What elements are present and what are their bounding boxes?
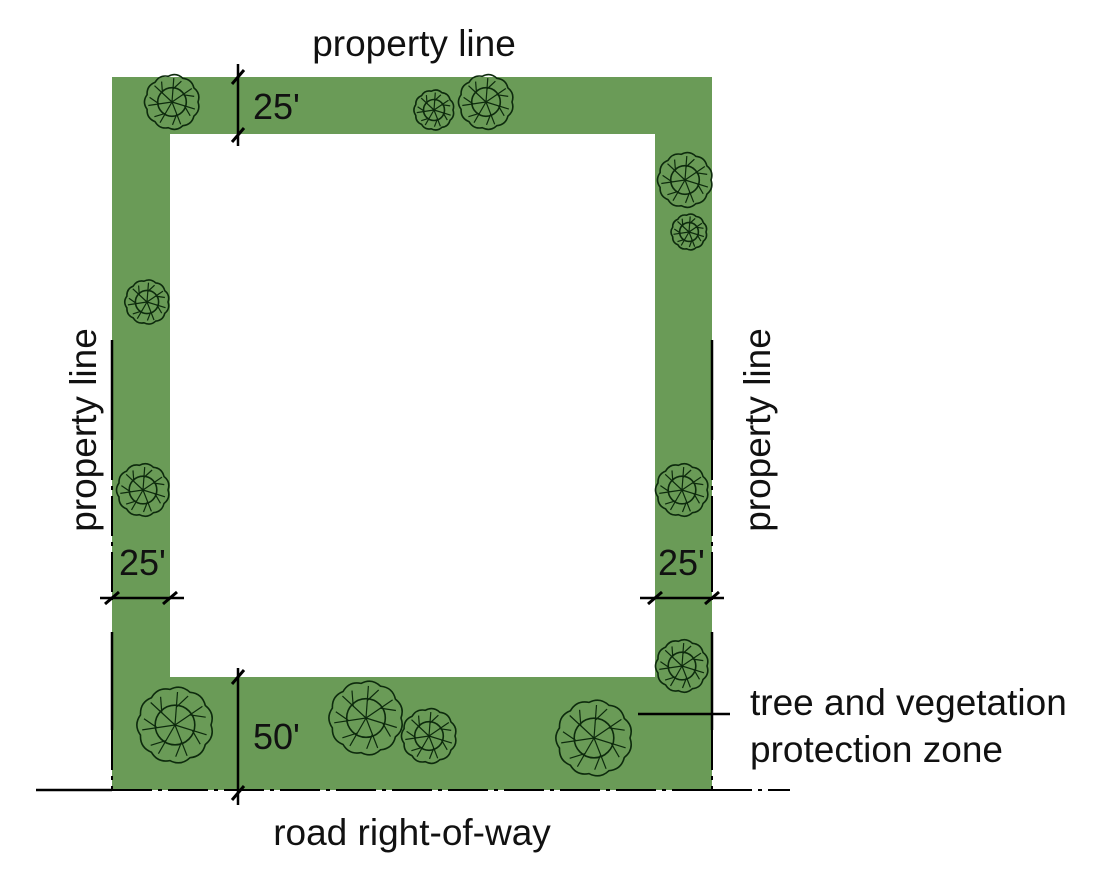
tree-icon xyxy=(143,73,200,131)
zone-label-line1: tree and vegetation xyxy=(750,682,1067,723)
left-dimension-tick-left xyxy=(104,590,120,606)
bottom-dimension-tick-upper xyxy=(230,669,246,685)
tree-icon xyxy=(136,686,213,764)
tree-icon xyxy=(656,151,713,209)
right-dimension-label: 25' xyxy=(658,542,705,583)
right-dimension-tick-left xyxy=(647,590,663,606)
bottom-dimension-label: 50' xyxy=(253,716,300,757)
left-dimension-label: 25' xyxy=(119,542,166,583)
left-property-line-label: property line xyxy=(63,328,104,532)
top-property-line-label: property line xyxy=(312,23,516,64)
top-dimension-label: 25' xyxy=(253,86,300,127)
right-property-line-label: property line xyxy=(737,328,778,532)
tree-icon xyxy=(123,279,170,325)
protection-zone xyxy=(112,77,712,790)
top-dimension-tick-upper xyxy=(230,69,246,85)
tree-icon xyxy=(115,462,170,518)
road-right-of-way-label: road right-of-way xyxy=(273,812,551,853)
tree-icon xyxy=(413,89,455,131)
zone-label-line2: protection zone xyxy=(750,729,1003,770)
tree-icon xyxy=(654,638,709,694)
tree-icon xyxy=(670,213,708,251)
trees-group xyxy=(115,73,713,777)
tree-icon xyxy=(654,462,709,518)
bottom-dimension-tick-lower xyxy=(230,785,246,801)
tree-icon xyxy=(457,73,514,131)
tree-icon xyxy=(328,680,403,756)
right-dimension-tick-right xyxy=(704,590,720,606)
tree-icon xyxy=(555,699,632,777)
left-dimension-tick-right xyxy=(162,590,178,606)
top-dimension-tick-lower xyxy=(230,127,246,143)
tree-icon xyxy=(400,707,457,765)
